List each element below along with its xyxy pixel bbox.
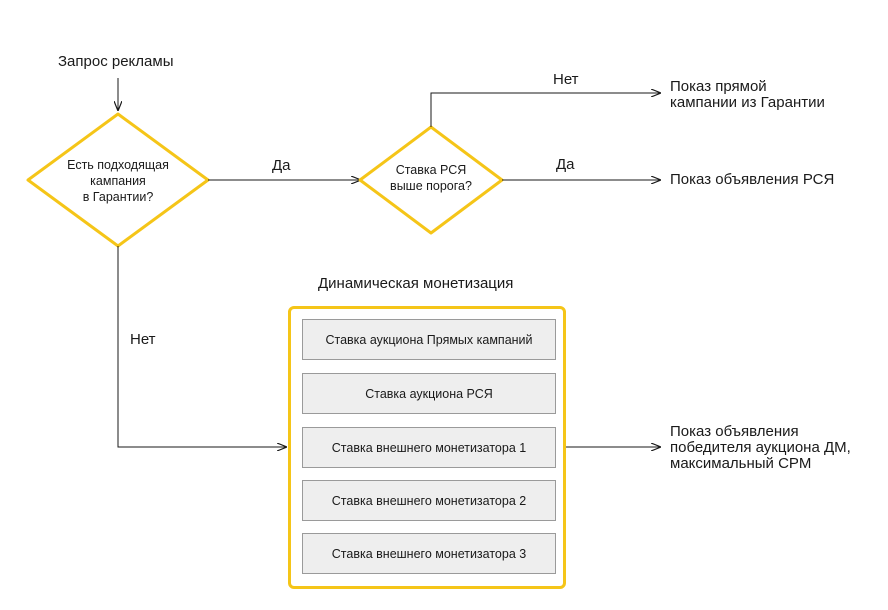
edge-label-rsya-yes: Да (556, 156, 575, 173)
result-rsya-ad: Показ объявления РСЯ (670, 172, 834, 188)
result-direct-campaign-line-2: кампании из Гарантии (670, 94, 825, 111)
rsya-no-arrow (430, 93, 660, 127)
dm-bid-rsya: Ставка аукциона РСЯ (302, 373, 556, 414)
decision-rsya-line-1: Ставка РСЯ (395, 163, 467, 177)
edge-label-guarantee-no: Нет (130, 331, 156, 348)
dm-container (288, 306, 566, 589)
result-direct-campaign-line-1: Показ прямой (670, 78, 767, 95)
dm-bid-external-3: Ставка внешнего монетизатора 3 (302, 533, 556, 574)
edge-label-guarantee-yes: Да (272, 157, 291, 174)
dm-bid-direct: Ставка аукциона Прямых кампаний (302, 319, 556, 360)
result-direct-campaign: Показ прямой кампании из Гарантии (670, 79, 825, 111)
decision-diamond-rsya (358, 125, 504, 235)
decision-guarantee-text: Есть подходящая кампания в Гарантии? (67, 157, 169, 205)
result-dm-winner-line-1: Показ объявления (670, 423, 799, 440)
result-dm-winner: Показ объявления победителя аукциона ДМ,… (670, 424, 851, 472)
result-dm-winner-line-3: максимальный CPM (670, 455, 812, 472)
decision-guarantee-line-3: в Гарантии? (82, 190, 154, 204)
dm-bid-external-1: Ставка внешнего монетизатора 1 (302, 427, 556, 468)
decision-rsya-text: Ставка РСЯ выше порога? (390, 162, 472, 194)
result-dm-winner-line-2: победителя аукциона ДМ, (670, 439, 851, 456)
dm-title: Динамическая монетизация (318, 275, 514, 292)
decision-guarantee-line-2: кампания (90, 174, 146, 188)
start-label: Запрос рекламы (58, 53, 174, 70)
result-rsya-ad-line-1: Показ объявления РСЯ (670, 171, 835, 188)
decision-guarantee-line-1: Есть подходящая (67, 158, 169, 172)
guarantee-no-arrow (117, 246, 286, 447)
dm-bid-external-2: Ставка внешнего монетизатора 2 (302, 480, 556, 521)
edge-label-rsya-no: Нет (553, 71, 579, 88)
decision-rsya-line-2: выше порога? (390, 179, 472, 193)
